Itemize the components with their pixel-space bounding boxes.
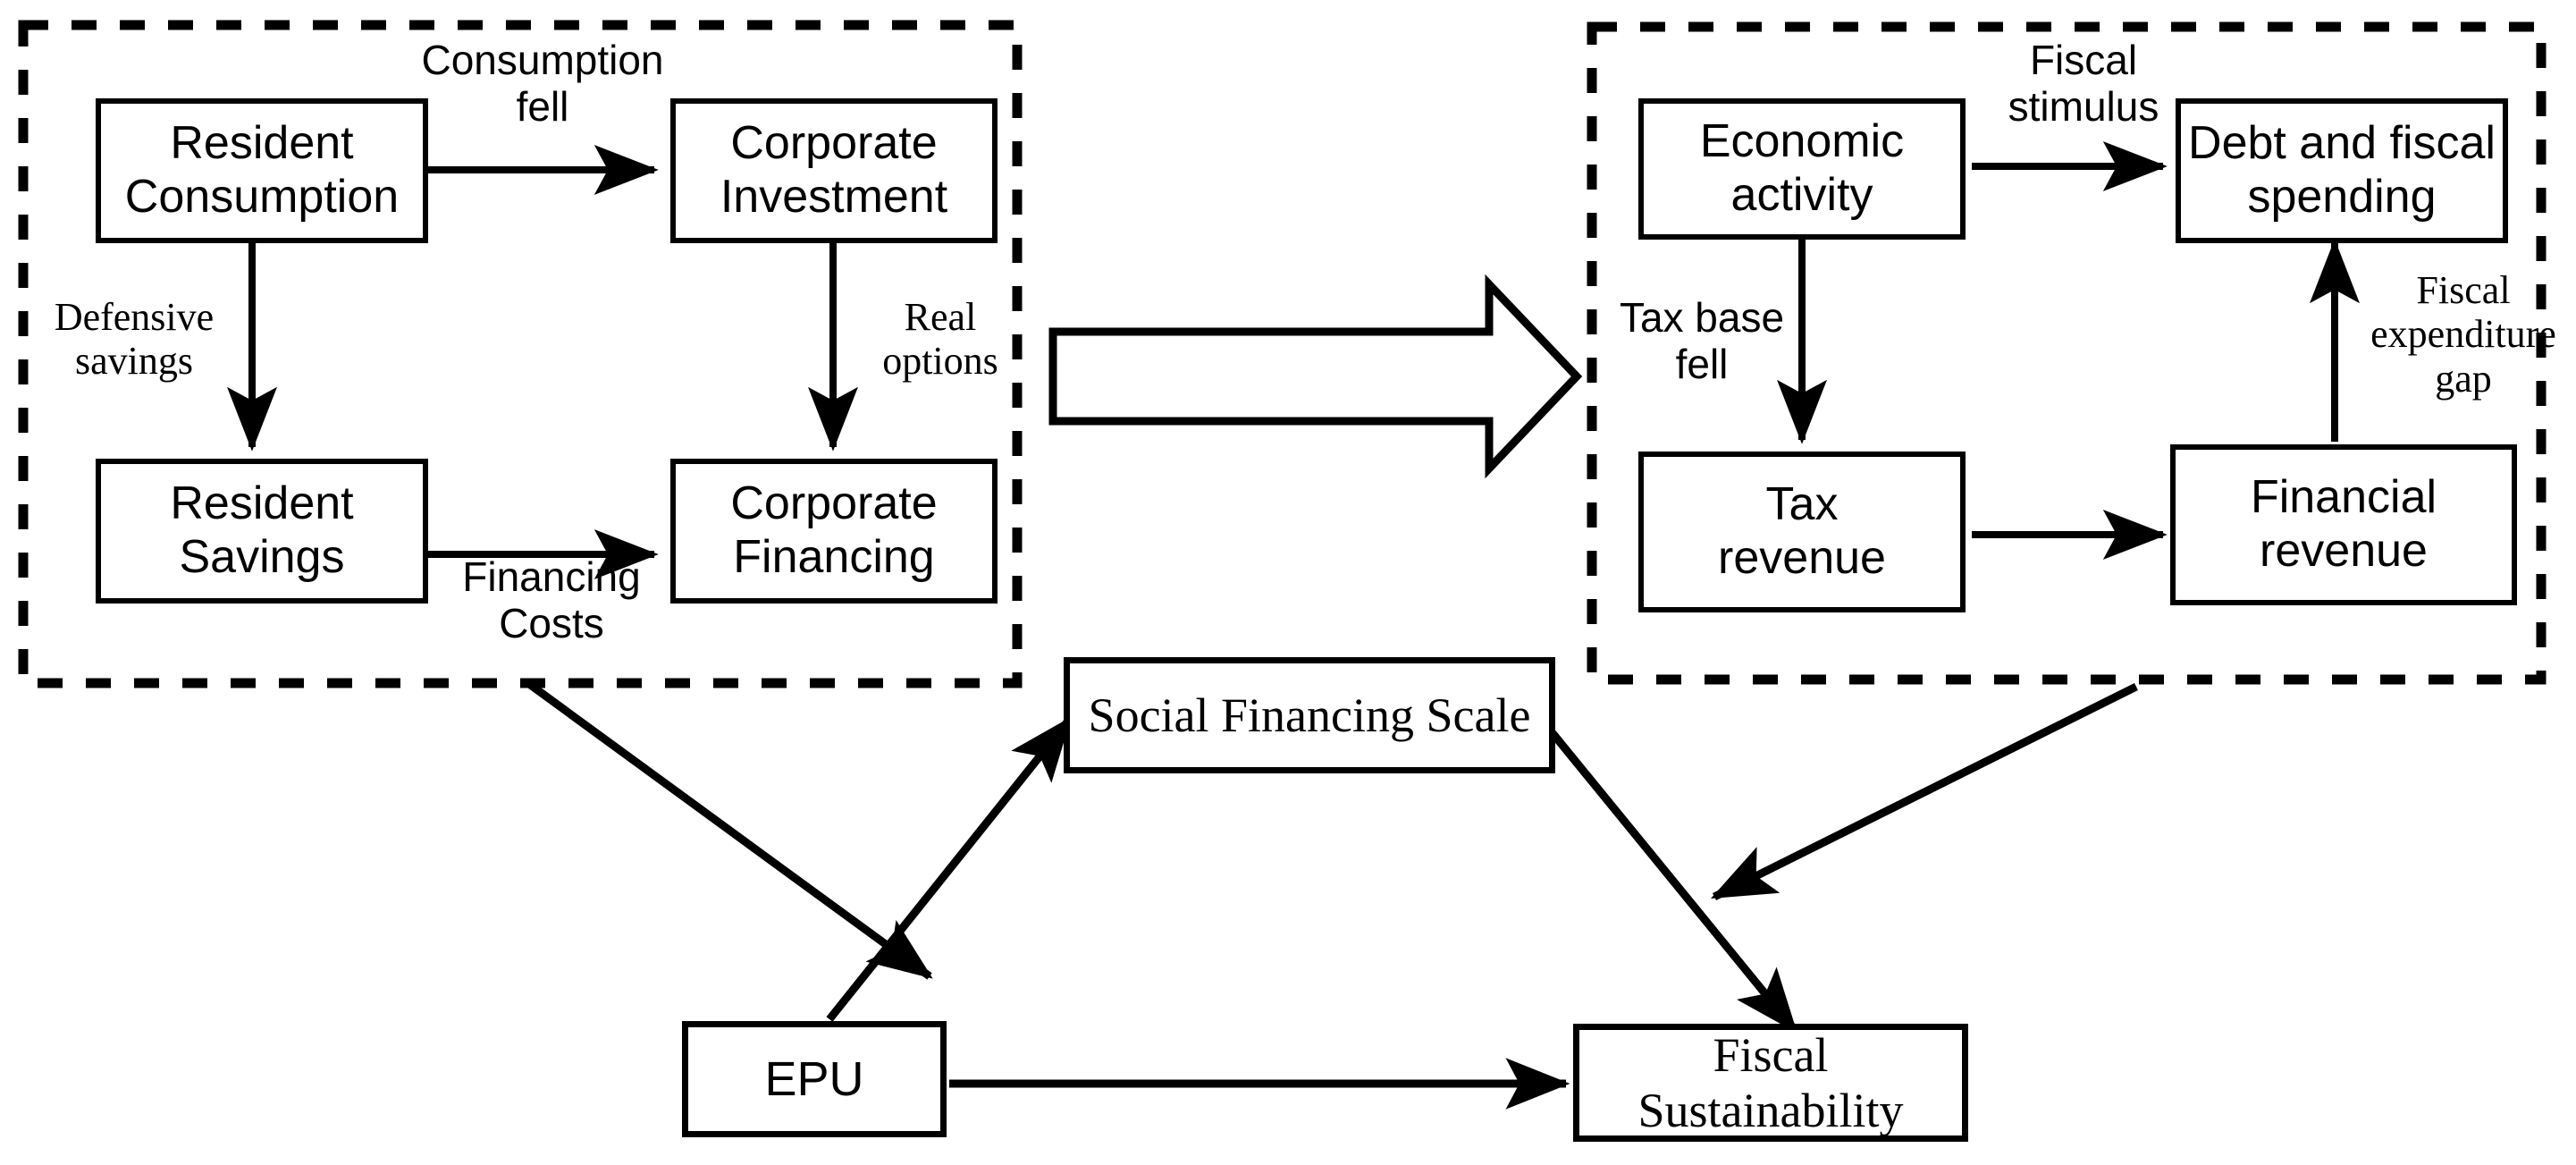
edge-label-financing-costs: Financing Costs — [462, 553, 641, 646]
node-economic-activity-label: Economic activity — [1699, 115, 1905, 221]
node-financial-revenue-label: Financial revenue — [2250, 471, 2437, 577]
edge-label-fiscal-stimulus: Fiscal stimulus — [2008, 37, 2159, 130]
node-debt-and-fiscal-spending[interactable]: Debt and fiscal spending — [2176, 98, 2508, 243]
node-corporate-investment[interactable]: Corporate Investment — [670, 98, 998, 243]
node-corporate-financing-label: Corporate Financing — [730, 477, 938, 583]
node-fiscal-sustainability-label: Fiscal Sustainability — [1637, 1027, 1904, 1137]
node-social-financing-scale[interactable]: Social Financing Scale — [1064, 657, 1555, 773]
right-panel-dashed-border — [1587, 21, 2547, 685]
arrow-right-panel-to-midpoint — [1710, 682, 2139, 901]
node-resident-consumption-label: Resident Consumption — [124, 117, 400, 223]
edge-label-consumption-fell: Consumption fell — [421, 37, 664, 130]
node-epu[interactable]: EPU — [682, 1021, 947, 1137]
arrow-social-financing-to-sustainability — [1549, 730, 1798, 1034]
node-corporate-investment-label: Corporate Investment — [720, 117, 948, 223]
node-resident-consumption[interactable]: Resident Consumption — [96, 98, 428, 243]
node-tax-revenue-label: Tax revenue — [1718, 478, 1886, 584]
node-social-financing-scale-label: Social Financing Scale — [1088, 688, 1531, 742]
node-fiscal-sustainability[interactable]: Fiscal Sustainability — [1573, 1024, 1968, 1142]
left-panel-dashed-border — [18, 20, 1023, 688]
node-epu-label: EPU — [764, 1051, 864, 1106]
node-resident-savings[interactable]: Resident Savings — [96, 459, 428, 604]
edge-label-real-options: Real options — [882, 295, 998, 384]
panel-transition-block-arrow — [1048, 274, 1583, 479]
arrow-epu-to-social-financing — [826, 716, 1073, 1022]
node-corporate-financing[interactable]: Corporate Financing — [670, 459, 998, 604]
node-tax-revenue[interactable]: Tax revenue — [1638, 452, 1966, 612]
node-resident-savings-label: Resident Savings — [170, 477, 354, 583]
arrow-left-panel-to-midpoint — [526, 680, 933, 980]
edge-label-tax-base-fell: Tax base fell — [1619, 294, 1785, 387]
node-economic-activity[interactable]: Economic activity — [1638, 98, 1966, 240]
edge-label-defensive-savings: Defensive savings — [54, 295, 215, 384]
node-financial-revenue[interactable]: Financial revenue — [2170, 444, 2517, 605]
node-debt-and-fiscal-spending-label: Debt and fiscal spending — [2188, 117, 2496, 223]
edge-label-fiscal-expenditure-gap: Fiscal expenditure gap — [2370, 268, 2556, 401]
